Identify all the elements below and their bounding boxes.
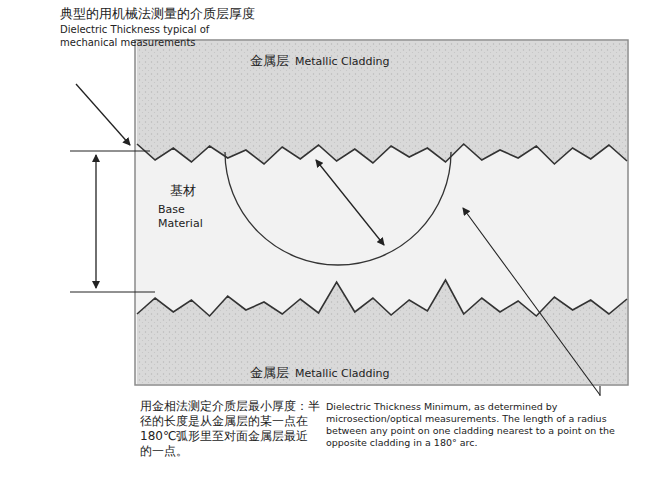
arc-180 xyxy=(225,152,451,265)
thickness-arrow xyxy=(95,155,96,288)
leader-line xyxy=(76,84,130,145)
callout-title-en: Dielectric Thickness typical of mechanic… xyxy=(60,24,230,49)
cladding-layer: 金属层 Metallic Cladding xyxy=(250,50,395,69)
leader-line xyxy=(599,386,600,396)
region-label-en: Base Material xyxy=(158,203,220,231)
top-rough-edge xyxy=(137,144,627,164)
cladding-label: Metallic Cladding xyxy=(295,367,389,381)
note-en: Dielectric Thickness Minimum, as determi… xyxy=(326,401,616,449)
callout-title-zh: 典型的用机械法测量的介质层厚度 xyxy=(60,6,360,22)
dimension-line xyxy=(70,292,155,293)
top-cladding-fill xyxy=(137,41,627,164)
note-zh: 用金相法测定介质层最小厚度：半径的长度是从金属层的某一点在180℃弧形里至对面金… xyxy=(140,399,320,459)
cladding-label: Metallic Cladding xyxy=(295,55,389,69)
cladding-layer: 金属层 Metallic Cladding xyxy=(250,362,395,381)
bottom-rough-edge xyxy=(137,280,627,316)
cladding-label: 金属层 xyxy=(250,53,289,69)
dimension-line xyxy=(70,151,150,152)
region-label-zh: 基材 xyxy=(170,183,230,199)
min-thickness-arrow xyxy=(316,160,384,245)
base-material-area xyxy=(135,40,628,385)
cladding-label: 金属层 xyxy=(250,365,289,381)
leader-line xyxy=(463,208,600,395)
